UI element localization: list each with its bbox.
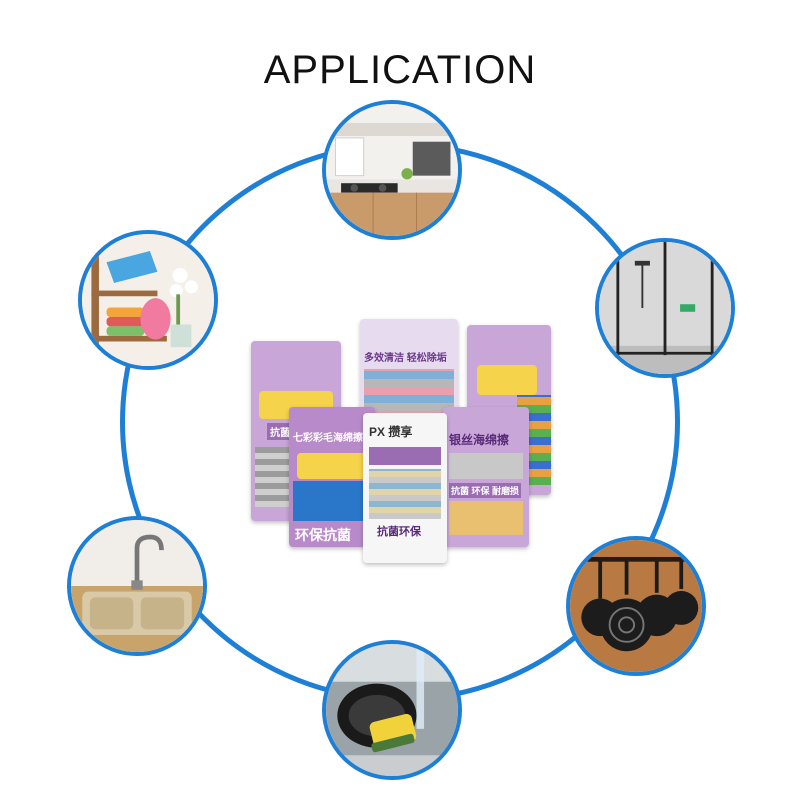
page-title: APPLICATION — [263, 48, 537, 92]
package-center: PX 攒享 抗菌环保 — [363, 413, 447, 563]
product-packages: 抗菌海绵擦 多效清洁 轻松除垢 七彩彩毛海绵擦 环保抗菌 银丝海绵擦 抗菌 环保… — [245, 315, 555, 575]
package-front-right: 银丝海绵擦 抗菌 环保 耐磨损 — [443, 407, 529, 547]
pans-scene-icon — [566, 536, 706, 676]
package-front-left-bottom: 环保抗菌 — [295, 527, 351, 543]
package-center-brand: PX 攒享 — [369, 425, 413, 439]
shower-scene-icon — [595, 238, 735, 378]
package-middle-headline: 多效清洁 轻松除垢 — [364, 353, 447, 364]
package-front-right-line: 抗菌 环保 耐磨损 — [449, 483, 522, 498]
dishwashing-scene-icon — [322, 640, 462, 780]
kitchen-scene-icon — [322, 100, 462, 240]
package-front-left: 七彩彩毛海绵擦 环保抗菌 — [289, 407, 375, 547]
package-middle-back: 多效清洁 轻松除垢 — [360, 319, 458, 429]
dishes-scene-icon — [78, 230, 218, 370]
package-front-left-title: 七彩彩毛海绵擦 — [293, 433, 363, 444]
package-center-line: 抗菌环保 — [377, 526, 421, 538]
sink-scene-icon — [67, 516, 207, 656]
package-front-right-title: 银丝海绵擦 — [449, 433, 510, 447]
